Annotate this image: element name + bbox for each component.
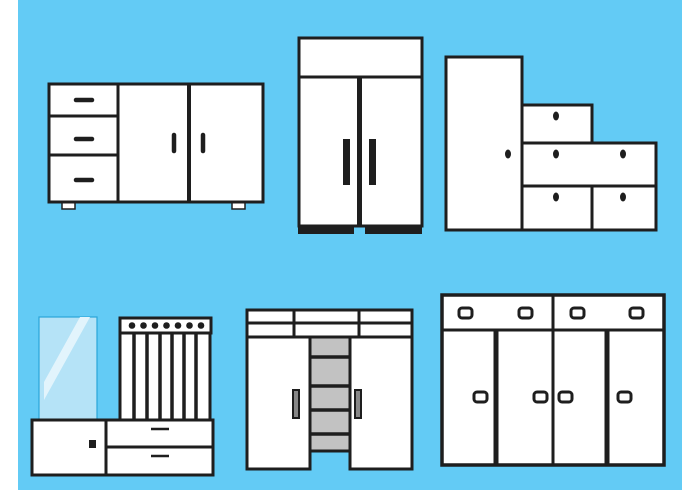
handle-icon (89, 440, 96, 448)
handle-icon (343, 139, 350, 185)
hook-icon (128, 322, 205, 329)
hallway-set-with-mirror (30, 316, 215, 477)
double-door-refrigerator (297, 36, 424, 234)
handle-icon (369, 139, 376, 185)
handle-icon (292, 389, 300, 419)
mirror (38, 316, 98, 422)
sideboard-body (47, 82, 265, 204)
handle-icon (354, 389, 362, 419)
wardrobe-with-open-shelves (245, 308, 414, 471)
stepped-cabinet (444, 55, 658, 232)
handle-icon (73, 97, 206, 183)
handle-icon (457, 306, 645, 404)
sideboard (47, 82, 265, 210)
knob-icon (505, 111, 626, 202)
four-door-wardrobe (440, 293, 666, 467)
